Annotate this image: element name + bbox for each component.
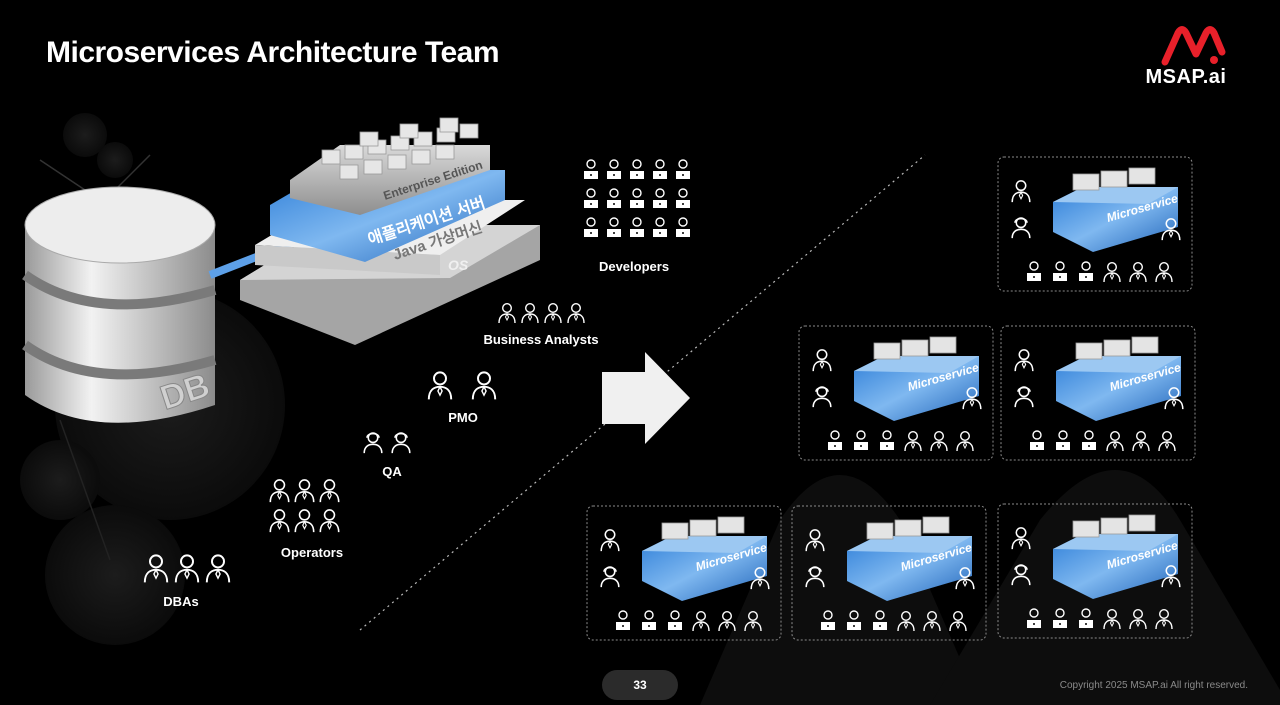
qa-icon [391, 432, 411, 454]
team-member-icon [1106, 431, 1124, 452]
team-member-icon [1026, 261, 1042, 282]
pmo-icon [427, 371, 453, 401]
team-member-icon [812, 349, 832, 372]
operator-icon [269, 479, 290, 503]
team-member-icon [1011, 217, 1031, 239]
role-label-pmo: PMO [448, 410, 478, 425]
team-member-icon [718, 611, 736, 632]
team-member-icon [1155, 262, 1173, 283]
developer-icon [675, 159, 691, 180]
role-label-qa: QA [382, 464, 402, 479]
operator-icon [269, 509, 290, 533]
role-label-business-analysts: Business Analysts [483, 332, 599, 347]
page-number: 33 [602, 670, 678, 700]
team-member-icon [1052, 261, 1068, 282]
team-member-icon [600, 566, 620, 588]
microservice-panel: Microservice [997, 503, 1193, 639]
developer-icon [629, 188, 645, 209]
developer-icon [606, 159, 622, 180]
developer-icon [652, 159, 668, 180]
logo-text: MSAP.ai [1145, 66, 1227, 88]
team-member-icon [1081, 430, 1097, 451]
team-member-icon [812, 386, 832, 408]
microservice-panel: Microservice [997, 156, 1193, 292]
developer-icon [606, 188, 622, 209]
developer-icon [629, 217, 645, 238]
team-member-icon [956, 431, 974, 452]
db-cylinder-icon: DB [22, 186, 217, 423]
team-member-icon [667, 610, 683, 631]
dba-icon [205, 554, 231, 584]
team-member-icon [879, 430, 895, 451]
microservice-panel: Microservice [798, 325, 994, 461]
developer-icon [675, 217, 691, 238]
msap-logo-mark-icon [1161, 26, 1226, 66]
team-member-icon [1132, 431, 1150, 452]
layer-os-label: OS [448, 257, 469, 273]
operator-icon [294, 479, 315, 503]
pmo-icon [471, 371, 497, 401]
team-member-icon [1014, 386, 1034, 408]
team-member-icon [1055, 430, 1071, 451]
developer-icon [583, 217, 599, 238]
transition-arrow-icon [602, 352, 690, 444]
team-member-icon [827, 430, 843, 451]
msap-logo: MSAP.ai [1134, 26, 1254, 96]
team-member-icon [641, 610, 657, 631]
business-analyst-icon [498, 303, 516, 324]
slide-title: Microservices Architecture Team [46, 36, 500, 69]
operator-icon [319, 509, 340, 533]
business-analyst-icon [567, 303, 585, 324]
operator-icon [294, 509, 315, 533]
business-analyst-icon [521, 303, 539, 324]
monolith-stack: OS Java 가상머신 애플리케이션 서버 Enterprise Editio… [240, 117, 540, 345]
developer-icon [583, 188, 599, 209]
business-analyst-icon [544, 303, 562, 324]
team-member-icon [1011, 180, 1031, 203]
team-member-icon [600, 529, 620, 552]
team-member-icon [930, 431, 948, 452]
operator-icon [319, 479, 340, 503]
developer-icon [652, 217, 668, 238]
team-member-icon [853, 430, 869, 451]
developer-icon [629, 159, 645, 180]
team-member-icon [949, 611, 967, 632]
developer-icon [583, 159, 599, 180]
copyright-text: Copyright 2025 MSAP.ai All right reserve… [1059, 680, 1248, 691]
team-member-icon [1029, 430, 1045, 451]
team-member-icon [1103, 262, 1121, 283]
developer-icon [606, 217, 622, 238]
role-label-developers: Developers [598, 259, 670, 274]
qa-icon [363, 432, 383, 454]
microservice-panel: Microservice [586, 505, 782, 641]
team-member-icon [1158, 431, 1176, 452]
team-member-icon [1129, 262, 1147, 283]
team-member-icon [904, 431, 922, 452]
role-label-dbas: DBAs [163, 594, 199, 609]
microservice-panel: Microservice [1000, 325, 1196, 461]
microservice-panel: Microservice [791, 505, 987, 641]
team-member-icon [1078, 261, 1094, 282]
developer-icon [675, 188, 691, 209]
role-label-operators: Operators [280, 545, 344, 560]
team-member-icon [692, 611, 710, 632]
team-member-icon [1014, 349, 1034, 372]
developer-icon [652, 188, 668, 209]
team-member-icon [615, 610, 631, 631]
